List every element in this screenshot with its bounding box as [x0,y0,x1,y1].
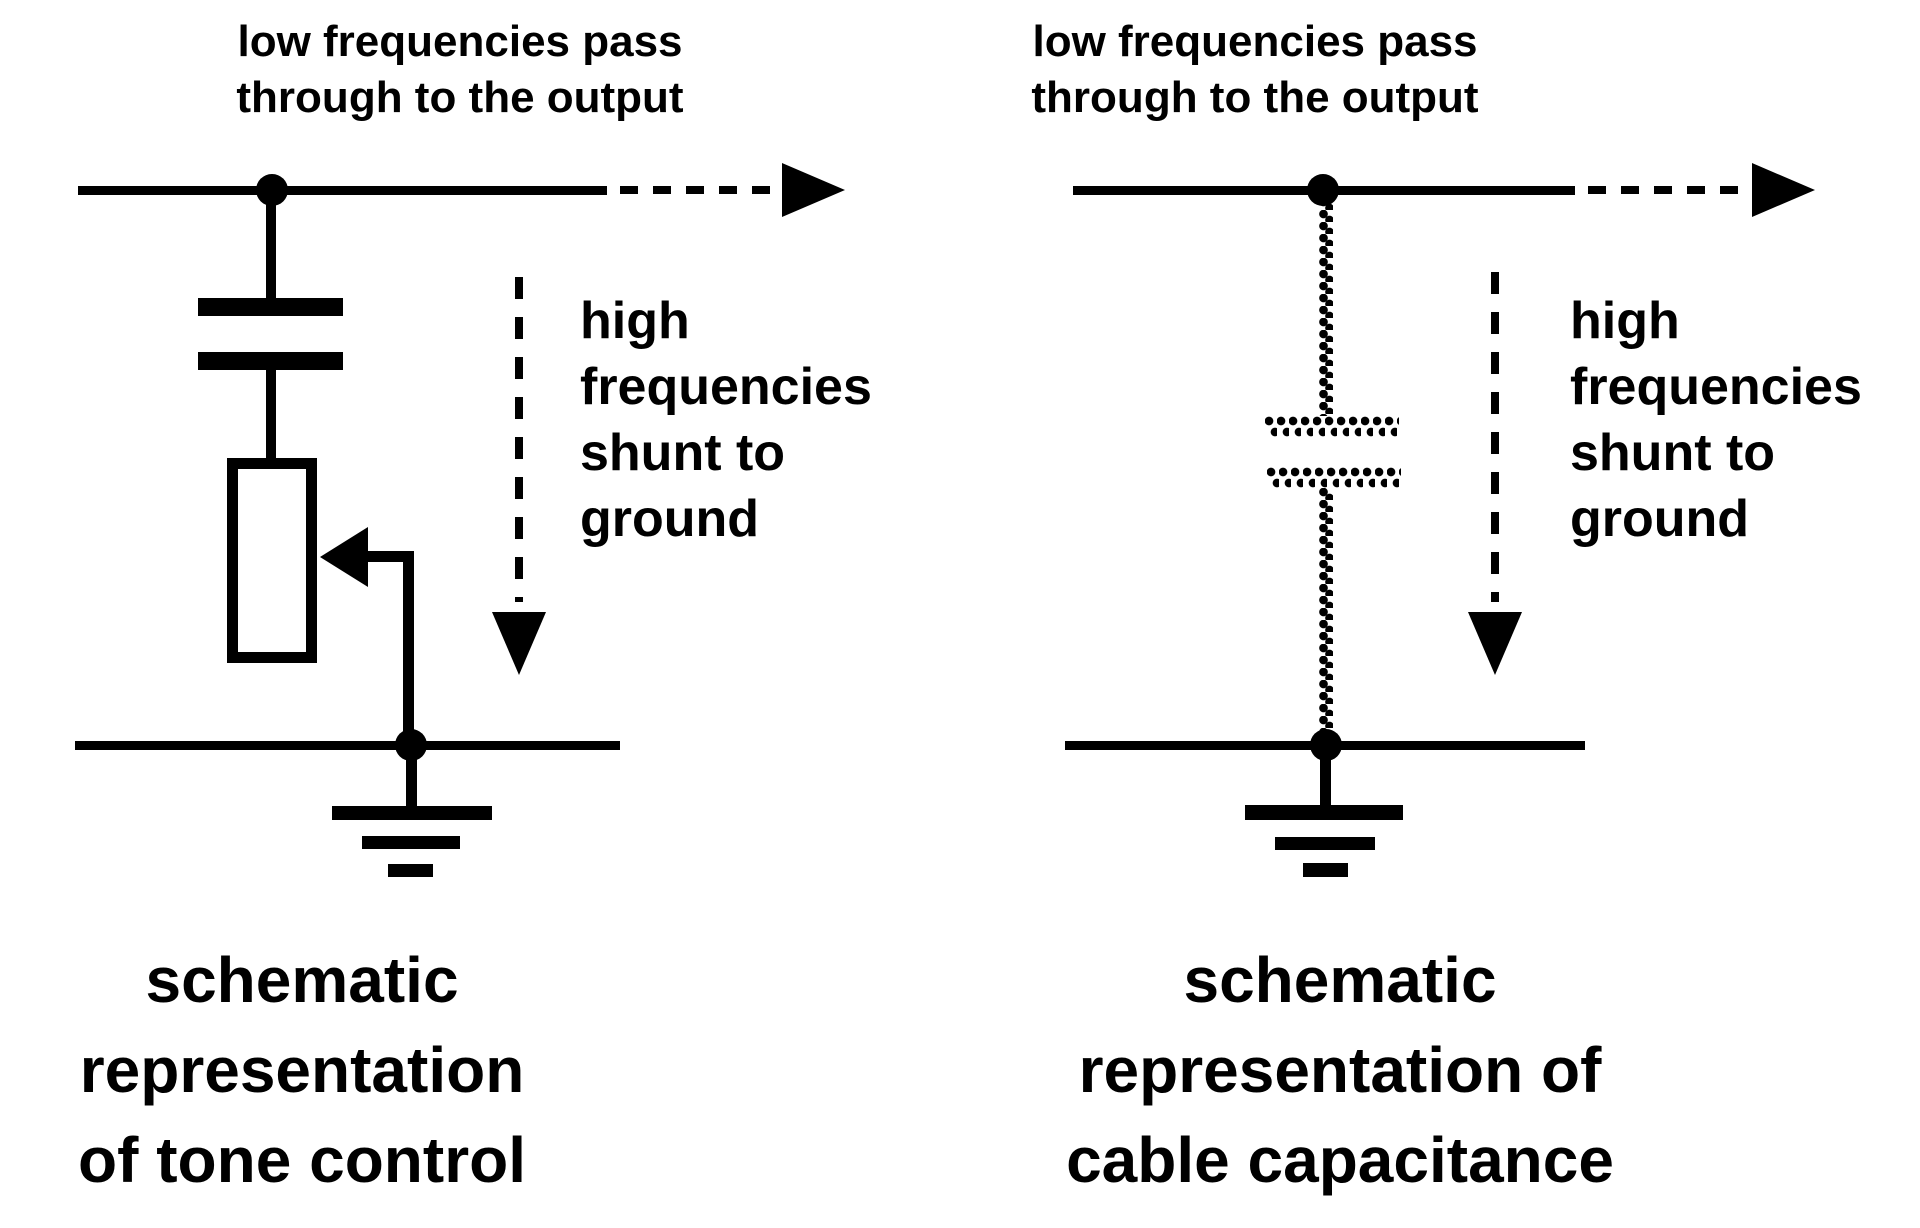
cable-capacitance-ground-stub [1320,745,1331,805]
cable-capacitance-top-label: low frequencies pass through to the outp… [1031,17,1479,122]
tone-control-ground-bar-2 [362,836,460,849]
tone-control-capacitor-plate-bottom [198,352,343,370]
cable-capacitance-shunt-label: high frequencies shunt to ground [1570,292,1862,548]
cable-capacitance-shunt-dashed-line [1491,272,1499,602]
tone-control-potentiometer-body [227,458,317,663]
cable-capacitance-output-arrowhead-icon [1752,163,1815,217]
cable-capacitance-capacitor-top-lead [1319,198,1333,416]
tone-control-caption: schematic representation of tone control [78,944,526,1196]
tone-control-ground-stub [406,745,417,810]
tone-control-ground-rail [75,741,620,750]
cable-capacitance-ground-bar-2 [1275,837,1375,850]
tone-control-capacitor-top-lead [266,190,276,298]
tone-control-shunt-label: high frequencies shunt to ground [580,292,872,548]
cable-capacitance-capacitor-plate-top [1265,416,1399,437]
tone-control-wiper-wire-vertical [403,551,414,745]
cable-capacitance-ground-bar-1 [1245,805,1403,820]
cable-capacitance-shunt-arrowhead-icon [1468,612,1522,675]
tone-control-capacitor-bottom-lead [266,370,276,458]
tone-control-ground-bar-1 [332,806,492,820]
cable-capacitance-capacitor-plate-bottom [1267,467,1401,488]
tone-control-output-arrowhead-icon [782,163,845,217]
tone-control-capacitor-plate-top [198,298,343,316]
cable-capacitance-caption: schematic representation of cable capaci… [1066,944,1614,1196]
tone-control-top-label: low frequencies pass through to the outp… [236,17,684,122]
tone-control-output-dashed-line [620,186,776,194]
cable-capacitance-output-dashed-line [1588,186,1740,194]
tone-control-wiper-wire-horizontal [365,551,414,562]
tone-control-wiper-arrow-icon [320,527,368,587]
cable-capacitance-capacitor-bottom-lead [1319,488,1333,741]
tone-control-shunt-dashed-line [515,277,523,602]
tone-control-ground-bar-3 [388,864,433,877]
cable-capacitance-ground-bar-3 [1303,863,1348,877]
tone-control-signal-wire [78,186,607,195]
tone-control-shunt-arrowhead-icon [492,612,546,675]
